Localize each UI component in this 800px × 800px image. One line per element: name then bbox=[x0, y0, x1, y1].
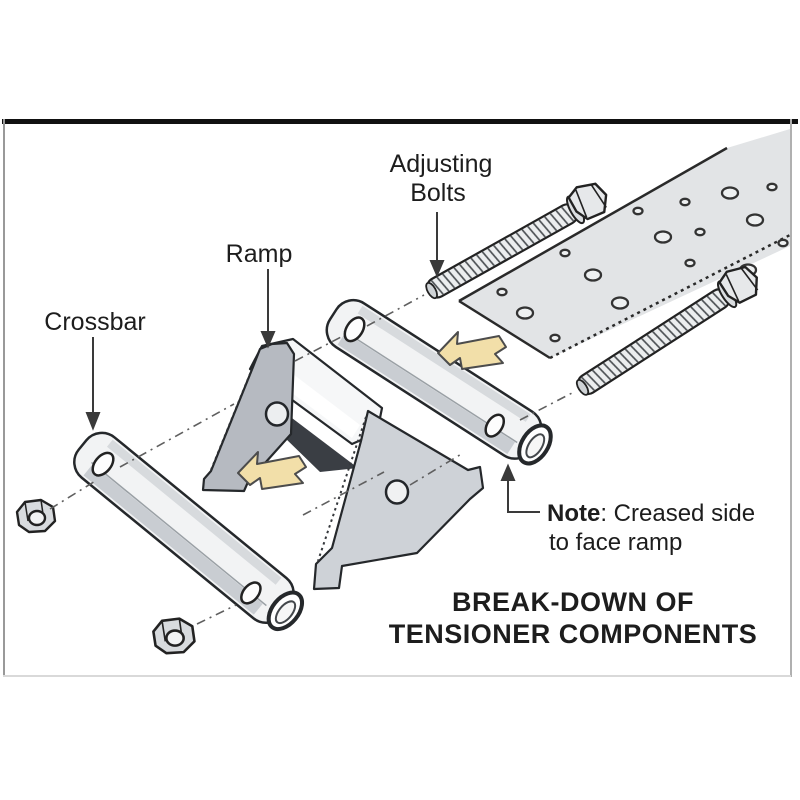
plate-top-edge bbox=[458, 146, 728, 303]
bolt-threads bbox=[429, 203, 577, 297]
ramp-stitched-edge bbox=[317, 416, 367, 562]
diagram-title-line2: TENSIONER COMPONENTS bbox=[389, 619, 758, 649]
frame-left-border bbox=[3, 119, 5, 677]
crossbar-bolt-hole bbox=[343, 316, 366, 343]
nut-hole bbox=[165, 629, 185, 647]
ramp-left-hole bbox=[264, 401, 290, 427]
label-pointers bbox=[85, 212, 540, 513]
note-text-line2: to face ramp bbox=[549, 529, 682, 556]
adjusting-bolt-lower bbox=[575, 265, 759, 396]
plate-bottom-edge-dotted bbox=[549, 233, 791, 360]
ramp-right-hole bbox=[384, 479, 410, 505]
label-ramp: Ramp bbox=[226, 240, 293, 268]
ramp-inner-shadow bbox=[283, 412, 358, 472]
frame-right-border bbox=[790, 119, 792, 677]
arrowhead-down bbox=[429, 260, 445, 278]
ramp-stitched-edge bbox=[210, 368, 253, 471]
rear-crossbar bbox=[325, 298, 553, 466]
ramp bbox=[201, 337, 485, 591]
direction-arrow-upper bbox=[437, 331, 507, 370]
frame-top-border bbox=[2, 119, 798, 124]
label-adjusting-bolts-line1: Adjusting bbox=[390, 150, 493, 178]
hex-nut-left bbox=[15, 498, 57, 534]
arrowhead-down bbox=[85, 412, 101, 431]
arrowhead-up bbox=[500, 463, 516, 481]
arrowhead-down bbox=[260, 331, 276, 349]
note-rest: : Creased side bbox=[600, 500, 755, 527]
crossbar-top-bevel bbox=[106, 439, 282, 585]
front-crossbar bbox=[73, 431, 305, 632]
note-text-line1: Note: Creased side bbox=[547, 500, 755, 527]
frame-bottom-border bbox=[3, 675, 791, 677]
crossbar-bolt-hole bbox=[484, 413, 506, 438]
label-adjusting-bolts-line2: Bolts bbox=[410, 179, 466, 207]
crossbar-bolt-hole bbox=[91, 451, 115, 477]
crossbar-top-bevel bbox=[357, 305, 531, 422]
label-crossbar: Crossbar bbox=[44, 308, 145, 336]
adjusting-bolt-upper bbox=[425, 182, 608, 300]
crossbar-open-end-inner bbox=[525, 433, 546, 459]
note-bold-word: Note bbox=[547, 500, 600, 527]
diagram-title-line1: BREAK-DOWN OF bbox=[452, 587, 694, 617]
bolt-tip bbox=[425, 281, 438, 300]
direction-arrow-lower bbox=[237, 451, 307, 490]
crossbar-crease-line bbox=[91, 461, 267, 607]
plate-face bbox=[459, 129, 790, 358]
crossbar-open-end-inner bbox=[274, 600, 297, 625]
crossbar-bottom-shade bbox=[337, 332, 515, 455]
bolt-tip bbox=[575, 379, 590, 396]
ramp-left-face bbox=[201, 341, 296, 493]
crossbar-bottom-shade bbox=[83, 464, 263, 615]
plate-left-edge bbox=[458, 299, 551, 360]
hex-nut-bottom bbox=[152, 617, 196, 655]
nut-hole bbox=[27, 509, 47, 527]
diagram-frame bbox=[2, 119, 798, 677]
crossbar-bolt-hole bbox=[240, 581, 262, 605]
alignment-dash-lines bbox=[49, 294, 573, 625]
bolt-threads bbox=[580, 288, 729, 394]
